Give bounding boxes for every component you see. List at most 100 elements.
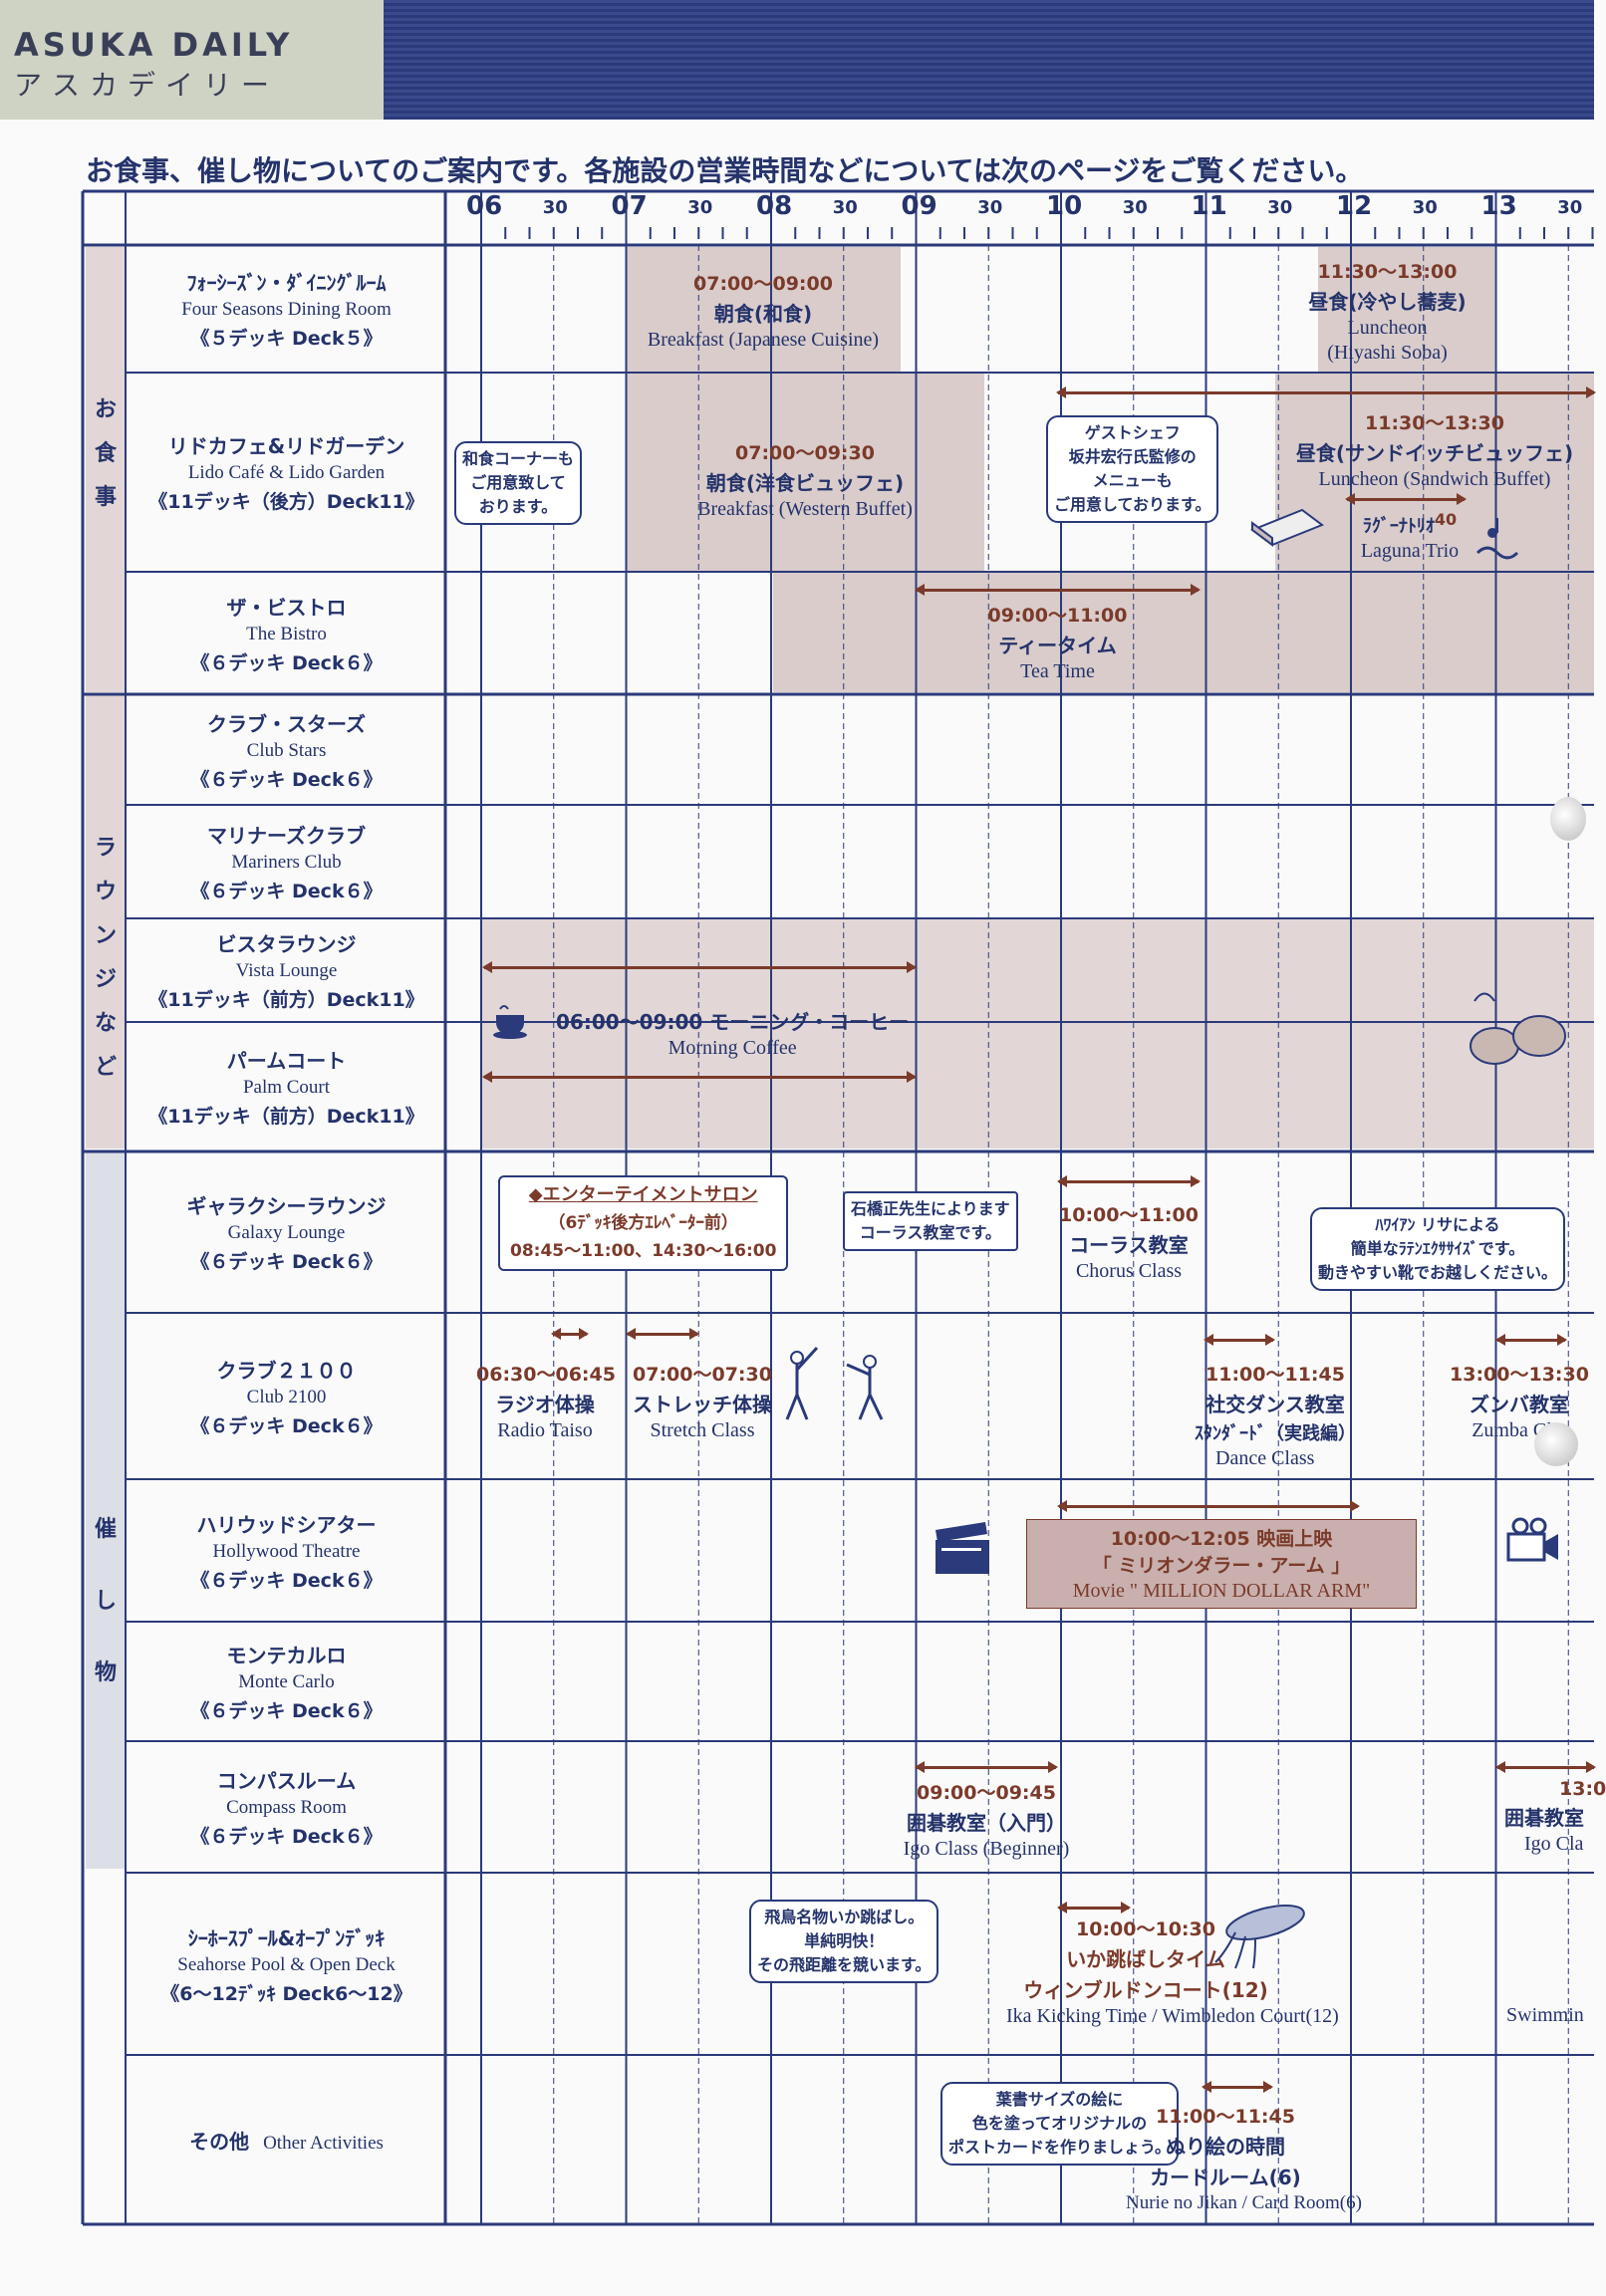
category-events: 催し物 xyxy=(86,1494,126,1709)
event-zumba: 13:00～13:30 ズンバ教室 Zumba Cl... xyxy=(1450,1360,1589,1442)
event-title-en: Nurie no Jikan / Card Room(6) xyxy=(1126,2192,1362,2213)
laguna-number: 40 xyxy=(1434,510,1458,529)
event-title-en: Dance Class xyxy=(1215,1447,1315,1469)
half-hour-label: 30 xyxy=(977,197,1003,218)
salon-hours: 08:45～11:00、14:30～16:00 xyxy=(510,1241,777,1261)
bubble-line: 簡単なﾗﾃﾝｴｸｻｻｲｽﾞです。 xyxy=(1350,1239,1525,1258)
zumba-arrow xyxy=(1495,1334,1567,1346)
header-logo-panel: ASUKA DAILY アスカデイリー xyxy=(0,0,384,120)
venue-label: クラブ・スターズ Club Stars 《６デッキ Deck６》 xyxy=(130,708,443,792)
hour-label-08: 08 xyxy=(756,191,793,221)
category-char: し xyxy=(94,1589,117,1614)
event-nurie: 11:00～11:45 ぬり絵の時間 カードルーム(6) Nurie no Ji… xyxy=(1126,2102,1362,2214)
event-title-ja: 昼食(サンドイッチビュッフェ) xyxy=(1295,441,1574,465)
event-title-ja-2: カードルーム(6) xyxy=(1150,2166,1301,2189)
event-time: 09:00～11:00 xyxy=(987,605,1128,627)
event-lido-lunch: 11:30～13:30 昼食(サンドイッチビュッフェ) Luncheon (Sa… xyxy=(1275,408,1594,491)
bubble-line: おります。 xyxy=(478,497,558,516)
event-chorus: 10:00～11:00 コーラス教室 Chorus Class xyxy=(1059,1200,1199,1283)
movie-arrow xyxy=(1057,1500,1360,1512)
venue-deck: 《６デッキ Deck６》 xyxy=(190,1700,383,1722)
bubble-line: メニューも xyxy=(1092,471,1173,490)
venue-name-ja: ザ・ビストロ xyxy=(226,595,347,620)
venue-name-en: Lido Café & Lido Garden xyxy=(187,462,386,483)
hour-label-11: 11 xyxy=(1191,191,1227,221)
venue-name-ja: クラブ２１００ xyxy=(216,1358,357,1383)
venue-name-en: Four Seasons Dining Room xyxy=(181,299,392,320)
laguna-arrow xyxy=(1345,493,1467,505)
event-time: 09:00～09:45 xyxy=(917,1782,1056,1804)
logo-title-ja: アスカデイリー xyxy=(14,69,280,102)
bubble-line: ご用意致して xyxy=(470,473,566,492)
half-hour-label: 30 xyxy=(1412,197,1438,218)
event-stretch: 07:00～07:30 ストレッチ体操 Stretch Class xyxy=(628,1360,777,1442)
hour-label-06: 06 xyxy=(466,191,503,221)
shade-bistro xyxy=(773,573,1594,692)
palm-coffee-arrow xyxy=(482,1071,917,1083)
event-title-ja: 朝食(洋食ビュッフェ) xyxy=(705,471,905,495)
nurie-bubble: 葉書サイズの絵に 色を塗ってオリジナルの ポストカードを作りましょう。 xyxy=(940,2082,1180,2166)
lido-guest-chef-bubble: ゲストシェフ 坂井宏行氏監修の メニューも ご用意しております。 xyxy=(1046,415,1219,523)
lido-lunch-arrow xyxy=(1056,386,1596,398)
bubble-line: 色を塗ってオリジナルの xyxy=(971,2114,1148,2133)
venue-name-ja: クラブ・スターズ xyxy=(207,711,366,736)
hour-label-13: 13 xyxy=(1480,191,1517,221)
event-title-ja: ティータイム xyxy=(998,634,1117,657)
event-title-en: Luncheon (Sandwich Buffet) xyxy=(1318,468,1551,490)
event-time: 10:00～10:30 xyxy=(1076,1918,1215,1940)
shade-fs-lunch xyxy=(1318,247,1494,372)
venue-name-ja: ギャラクシーラウンジ xyxy=(186,1194,387,1218)
event-title-ja: 朝食(和食) xyxy=(713,302,813,326)
clapperboard-icon xyxy=(936,1522,989,1574)
category-char: ど xyxy=(94,1055,117,1080)
event-fs-lunch: 11:30～13:00 昼食(冷やし蕎麦) Luncheon (Hiyashi … xyxy=(1300,257,1474,365)
venue-name-en: Other Activities xyxy=(263,2133,384,2154)
event-time: 07:00～09:30 xyxy=(735,442,875,464)
dance-arrow xyxy=(1204,1334,1275,1346)
event-title-ja: ストレッチ体操 xyxy=(633,1393,772,1416)
venue-deck: 《６デッキ Deck６》 xyxy=(190,651,383,674)
event-time: 07:00～09:00 xyxy=(693,273,833,295)
bubble-line: 動きやすい靴でお越しください。 xyxy=(1318,1263,1558,1282)
event-title-en: Chorus Class xyxy=(1075,1260,1183,1282)
venue-deck: 《６デッキ Deck６》 xyxy=(190,1414,383,1437)
venue-name-en: The Bistro xyxy=(246,623,327,644)
binder-hole xyxy=(1550,797,1586,841)
nurie-arrow xyxy=(1202,2081,1273,2093)
logo-title-en: ASUKA DAILY xyxy=(14,26,294,64)
category-events-bg xyxy=(86,1151,126,1869)
venue-name-en: Seahorse Pool & Open Deck xyxy=(177,1953,396,1975)
venue-name-en: Vista Lounge xyxy=(235,960,338,981)
hour-label-09: 09 xyxy=(901,191,937,221)
half-hour-label: 30 xyxy=(687,197,713,218)
venue-name-en: Compass Room xyxy=(226,1797,347,1818)
category-lounge-bg xyxy=(86,694,126,1148)
shade-fs-breakfast xyxy=(626,247,901,372)
venue-deck: 《６デッキ Deck６》 xyxy=(190,768,383,791)
event-bistro-tea: 09:00～11:00 ティータイム Tea Time xyxy=(917,601,1199,683)
event-time: 10:00～11:00 xyxy=(1059,1204,1199,1226)
sandwich-icon xyxy=(1249,508,1325,547)
venue-deck: 《11デッキ（前方）Deck11》 xyxy=(148,989,424,1011)
bubble-line: 坂井宏行氏監修の xyxy=(1068,447,1197,466)
laguna-label-en: Laguna Trio xyxy=(1360,540,1460,562)
vista-coffee-arrow xyxy=(482,961,917,973)
half-hour-label: 30 xyxy=(1122,197,1148,218)
event-time: 11:30～13:30 xyxy=(1365,412,1504,434)
venue-name-ja: ﾌｫｰｼｰｽﾞﾝ・ﾀﾞｲﾆﾝｸﾞﾙｰﾑ xyxy=(186,271,387,295)
category-char: ウ xyxy=(94,880,117,904)
venue-name-en: Club Stars xyxy=(246,739,327,761)
venue-deck: 《５デッキ Deck５》 xyxy=(190,328,383,350)
category-char: 事 xyxy=(94,485,117,510)
event-title-ja: 06:00～09:00 モーニング・コーヒー xyxy=(556,1010,910,1034)
bubble-line: 飛鳥名物いか跳ばし。 xyxy=(764,1908,925,1926)
venue-label: ﾌｫｰｼｰｽﾞﾝ・ﾀﾞｲﾆﾝｸﾞﾙｰﾑ Four Seasons Dining R… xyxy=(130,267,443,351)
event-title-en: Radio Taiso xyxy=(497,1419,593,1441)
ika-arrow xyxy=(1057,1902,1131,1913)
event-title-ja: ぬり絵の時間 xyxy=(1166,2135,1285,2159)
venue-name-ja: パームコート xyxy=(226,1049,347,1073)
